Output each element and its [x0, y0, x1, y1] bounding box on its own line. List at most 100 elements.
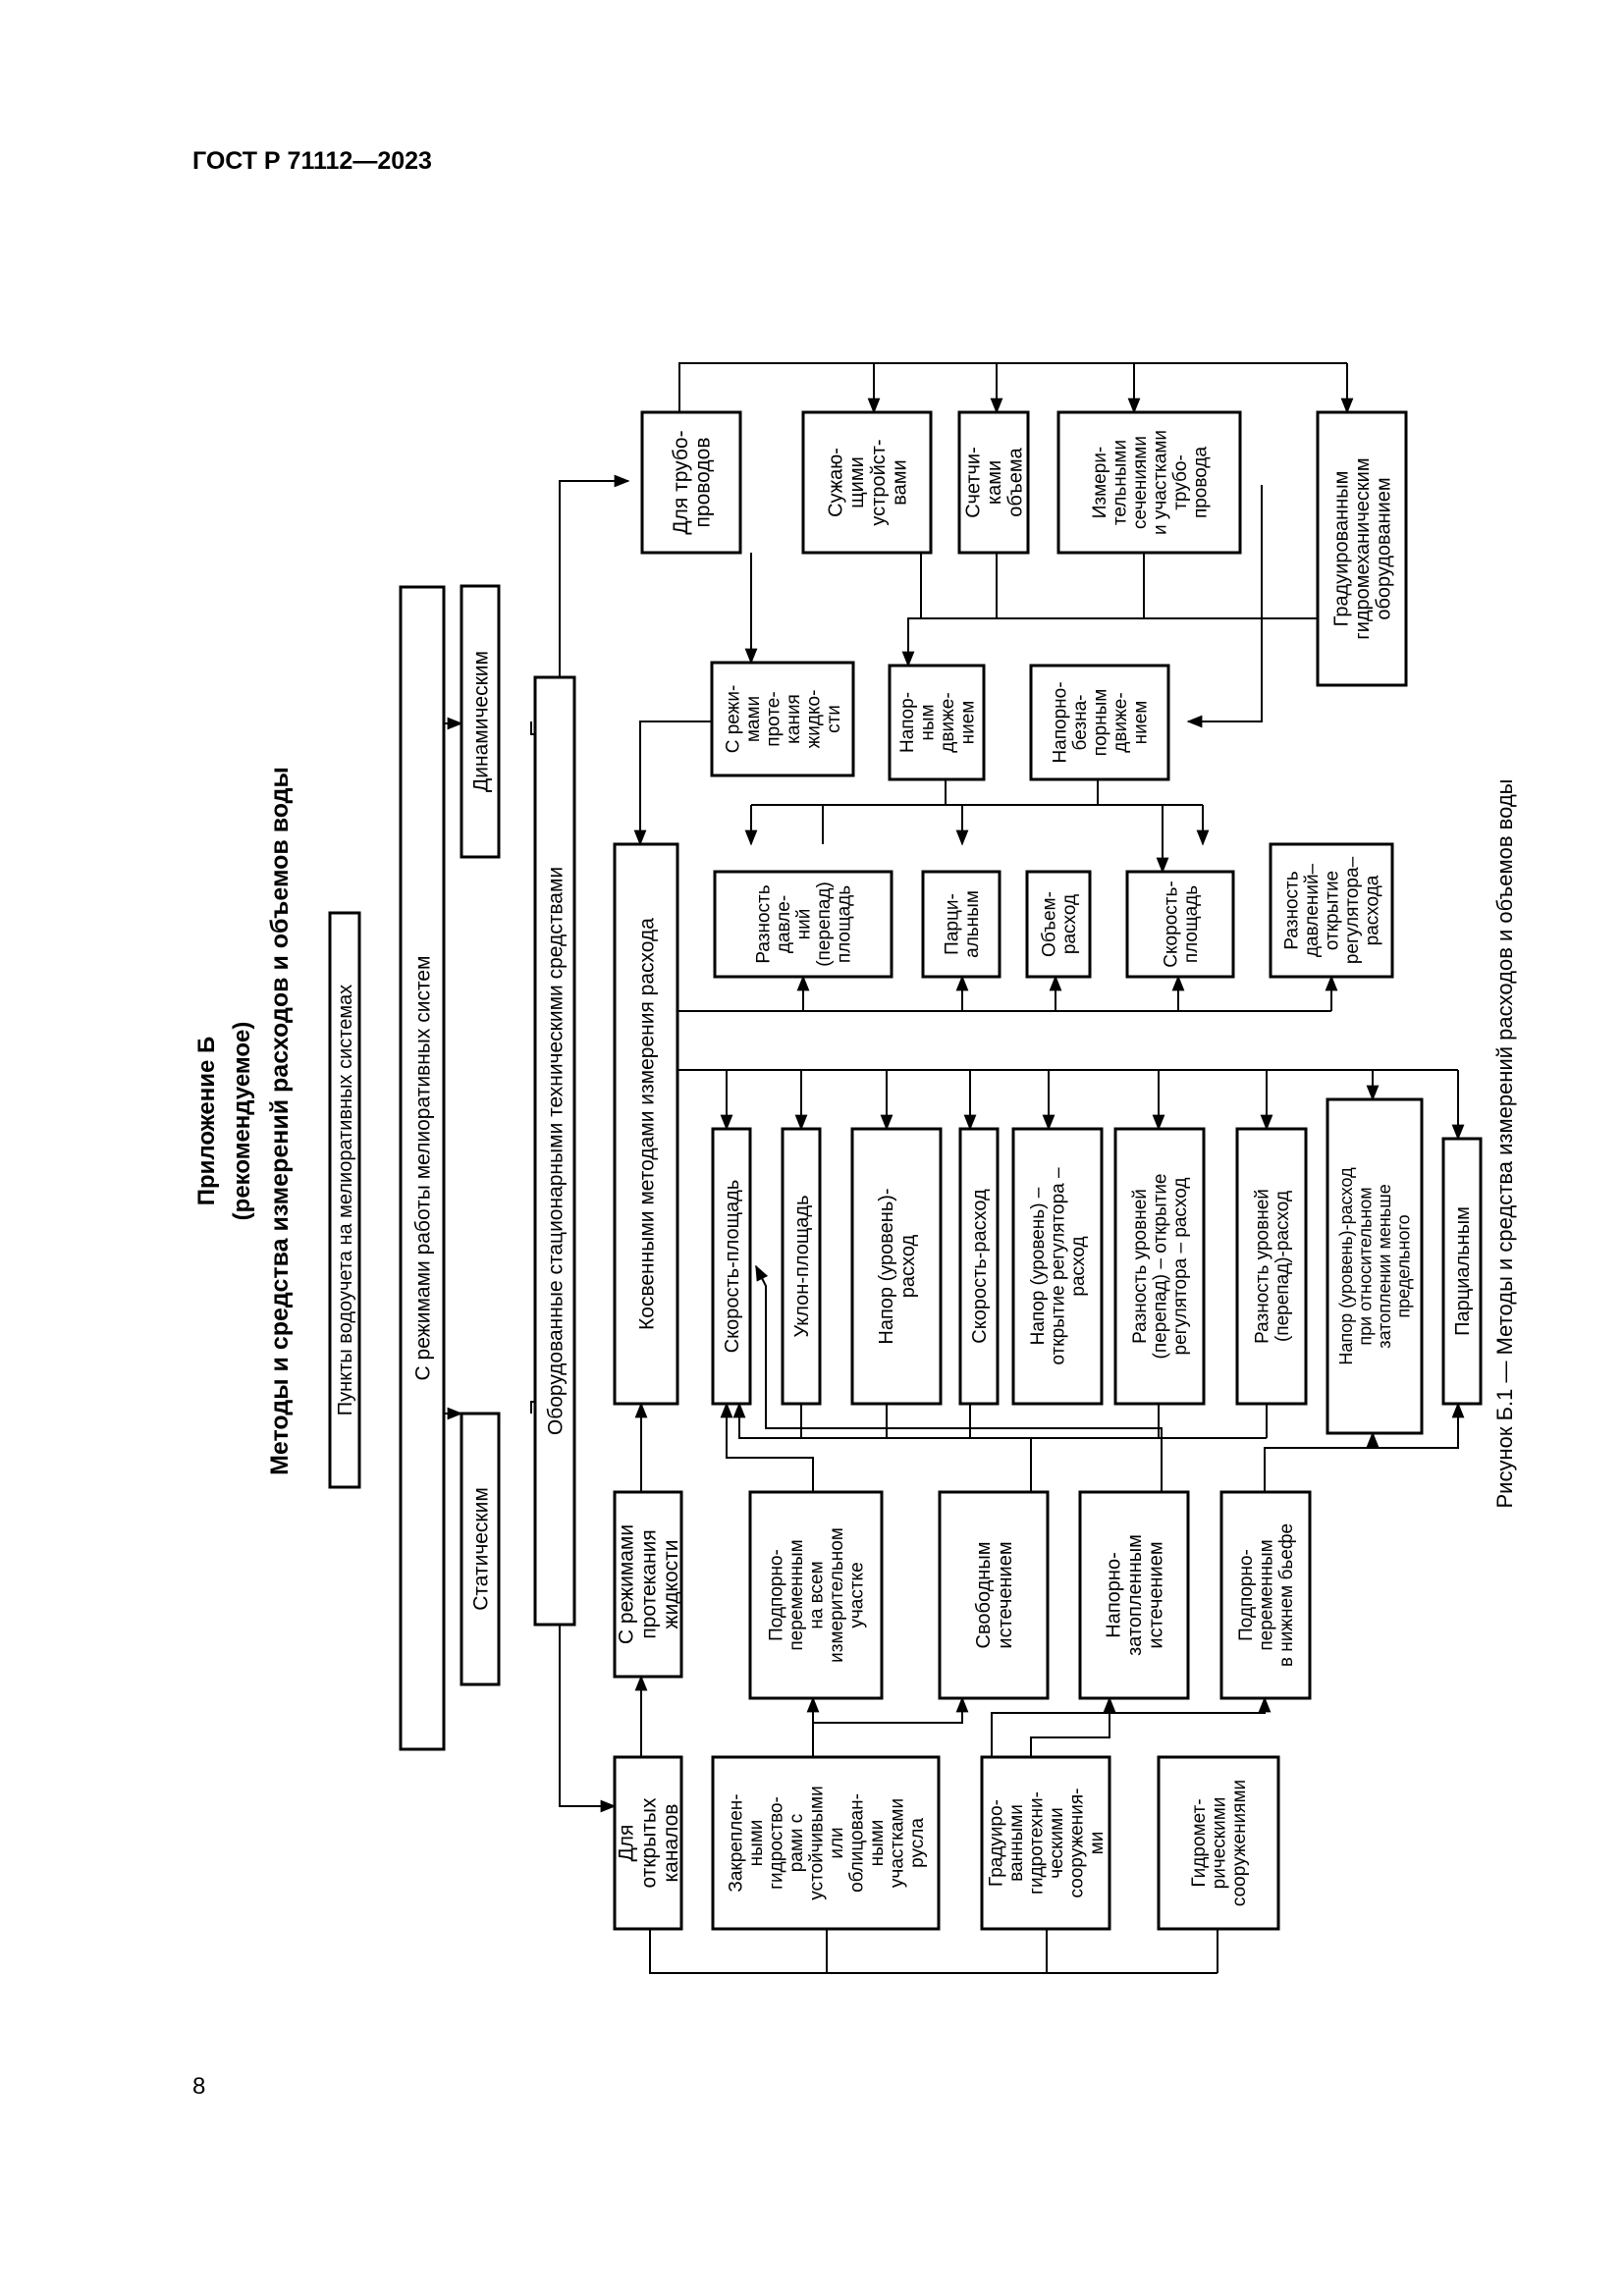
node-label-line: Статическим [469, 1487, 492, 1611]
node-label-line: движе- [938, 692, 958, 752]
node-label-line: жидкости [660, 1540, 682, 1629]
node-box [711, 1127, 752, 1406]
node-label: С режимами работы мелиоративных систем [411, 956, 434, 1381]
node-channels: Дляоткрытыхканалов [613, 1755, 683, 1931]
node-label-line: Динамическим [469, 651, 492, 792]
connector-fm-bus-4 [991, 1696, 1272, 1757]
node-indirect: Косвенными методами измерения расхода [613, 842, 679, 1406]
connector-equipped-to-pipelines [559, 474, 630, 677]
node-label-line: (перепад) – открытие [1151, 1174, 1171, 1360]
node-ch-hydrometric: Гидромет-рическимисооружениями [1157, 1755, 1280, 1931]
node-label-line: объема [1005, 447, 1027, 516]
connector-fm-up-3 [755, 1264, 1163, 1492]
node-label-line: расход [897, 1234, 919, 1298]
node-label: Динамическим [469, 651, 492, 792]
node-fm-backwater-tail: Подпорно-переменнымв нижнем бьефе [1219, 1490, 1312, 1700]
node-label: Свободнымистечением [973, 1541, 1016, 1648]
node-label-line: гидроство- [766, 1796, 786, 1890]
node-label-line: щими [846, 456, 868, 508]
node-label-line: Парциальным [1452, 1206, 1474, 1336]
node-label: Напор (уровень)-расходпри относительномз… [1336, 1167, 1413, 1365]
node-label-line: ным [917, 704, 938, 740]
node-label-line: сти [824, 705, 844, 733]
node-label-line: Разность уровней [1130, 1189, 1151, 1344]
node-label: Скорость-расход [969, 1189, 991, 1344]
node-flow-modes-pipe: С режи-мамипроте-канияжидко-сти [710, 661, 855, 777]
node-label-line: Разность [1282, 871, 1303, 949]
node-pi-narrowing: Сужаю-щимиустройст-вами [801, 410, 933, 555]
node-box [1235, 1127, 1308, 1406]
node-label-line: ми [1087, 1832, 1108, 1855]
node-box [938, 1490, 1050, 1700]
node-label: Скорость-площадь [1161, 881, 1202, 967]
node-label: Оборудованные стационарными техническими… [544, 867, 567, 1435]
node-label: Градуированнымгидромеханическимоборудова… [1330, 457, 1394, 639]
node-label-line: Для трубо- [670, 430, 692, 534]
node-label-line: Градуиро- [986, 1799, 1006, 1887]
node-label-line: рами с [786, 1814, 807, 1873]
node-label-line: ками [984, 460, 1005, 505]
diagram-nodes: Пункты водоучета на мелиоративных систем… [328, 410, 1483, 1931]
node-m-head-flow: Напор (уровень)-расход [850, 1127, 943, 1406]
node-box [1269, 842, 1394, 979]
node-label-line: Скорость-расход [969, 1189, 991, 1344]
node-label: Косвенными методами измерения расхода [635, 918, 658, 1330]
node-modes: С режимами работы мелиоративных систем [399, 585, 446, 1751]
node-label-line: ческими [1047, 1807, 1067, 1879]
node-box [399, 585, 446, 1751]
node-label-line: площадь [835, 885, 855, 963]
node-label-line: рическими [1210, 1797, 1230, 1890]
node-label-line: Свободным [973, 1542, 995, 1649]
node-box [1316, 410, 1408, 687]
node-box [980, 1755, 1111, 1931]
node-label: Разностьдавле-ний(перепад)площадь [754, 881, 855, 967]
node-label-line: устойчивыми [806, 1786, 827, 1899]
node-label-line: Скорость-площадь [722, 1180, 743, 1354]
node-box [1113, 1127, 1206, 1406]
node-label-line: альным [962, 890, 983, 958]
connector-pipelines-bus [678, 362, 1347, 412]
node-box [613, 1755, 683, 1931]
node-label-line: русла [907, 1818, 928, 1868]
node-label-line: измерительном [827, 1527, 847, 1663]
node-label: Градуиро-ваннымигидротехни-ческимисооруж… [986, 1789, 1108, 1898]
connector-channels-bottom-bus [649, 1929, 1218, 1974]
node-label-line: мами [743, 696, 764, 742]
node-box [1326, 1097, 1424, 1435]
connector-fm-bus-1 [812, 1696, 969, 1757]
connector-pipe-method-bus [820, 780, 1203, 844]
node-box [958, 1127, 1000, 1406]
node-label: Парци-альным [942, 890, 983, 958]
node-box [850, 1127, 943, 1406]
page-number: 8 [192, 2073, 206, 2100]
node-label-line: истечением [995, 1541, 1016, 1648]
node-label-line: кания [784, 694, 804, 744]
node-label-line: истечением [1146, 1541, 1167, 1648]
node-label-line: участками [888, 1798, 908, 1888]
node-fm-submerged: Напорно-затопленнымистечением [1078, 1490, 1190, 1700]
node-label: Напор-нымдвиже-нием [897, 692, 979, 753]
node-label: Статическим [469, 1487, 492, 1611]
node-label: С режи-мамипроте-канияжидко-сти [723, 685, 844, 754]
node-label-line: регулятора – расход [1170, 1178, 1191, 1356]
node-label: Гидромет-рическимисооружениями [1189, 1780, 1250, 1906]
node-label-line: открытие регулятора – [1049, 1167, 1069, 1365]
node-root: Пункты водоучета на мелиоративных систем… [328, 911, 361, 1489]
node-label-line: Напор (уровень) – [1028, 1187, 1049, 1345]
node-box [460, 584, 501, 859]
node-box [957, 410, 1030, 555]
node-label-line: С режи- [723, 685, 743, 754]
node-label-line: С режимами [616, 1524, 638, 1644]
node-pipelines: Для трубо-проводов [640, 410, 742, 555]
node-label-line: движе- [1110, 692, 1131, 752]
node-label-line: Разность [754, 884, 775, 963]
connector-to-nonpressure [1186, 485, 1263, 728]
node-label-line: оборудованием [1374, 477, 1395, 619]
node-label-line: предельного [1394, 1214, 1414, 1317]
node-label-line: устройст- [868, 439, 890, 525]
node-p-volume: Объем-расход [1025, 870, 1092, 979]
node-label-line: участке [847, 1562, 868, 1628]
node-p-partial: Парци-альным [921, 870, 1001, 979]
node-fm-free: Свободнымистечением [938, 1490, 1050, 1700]
